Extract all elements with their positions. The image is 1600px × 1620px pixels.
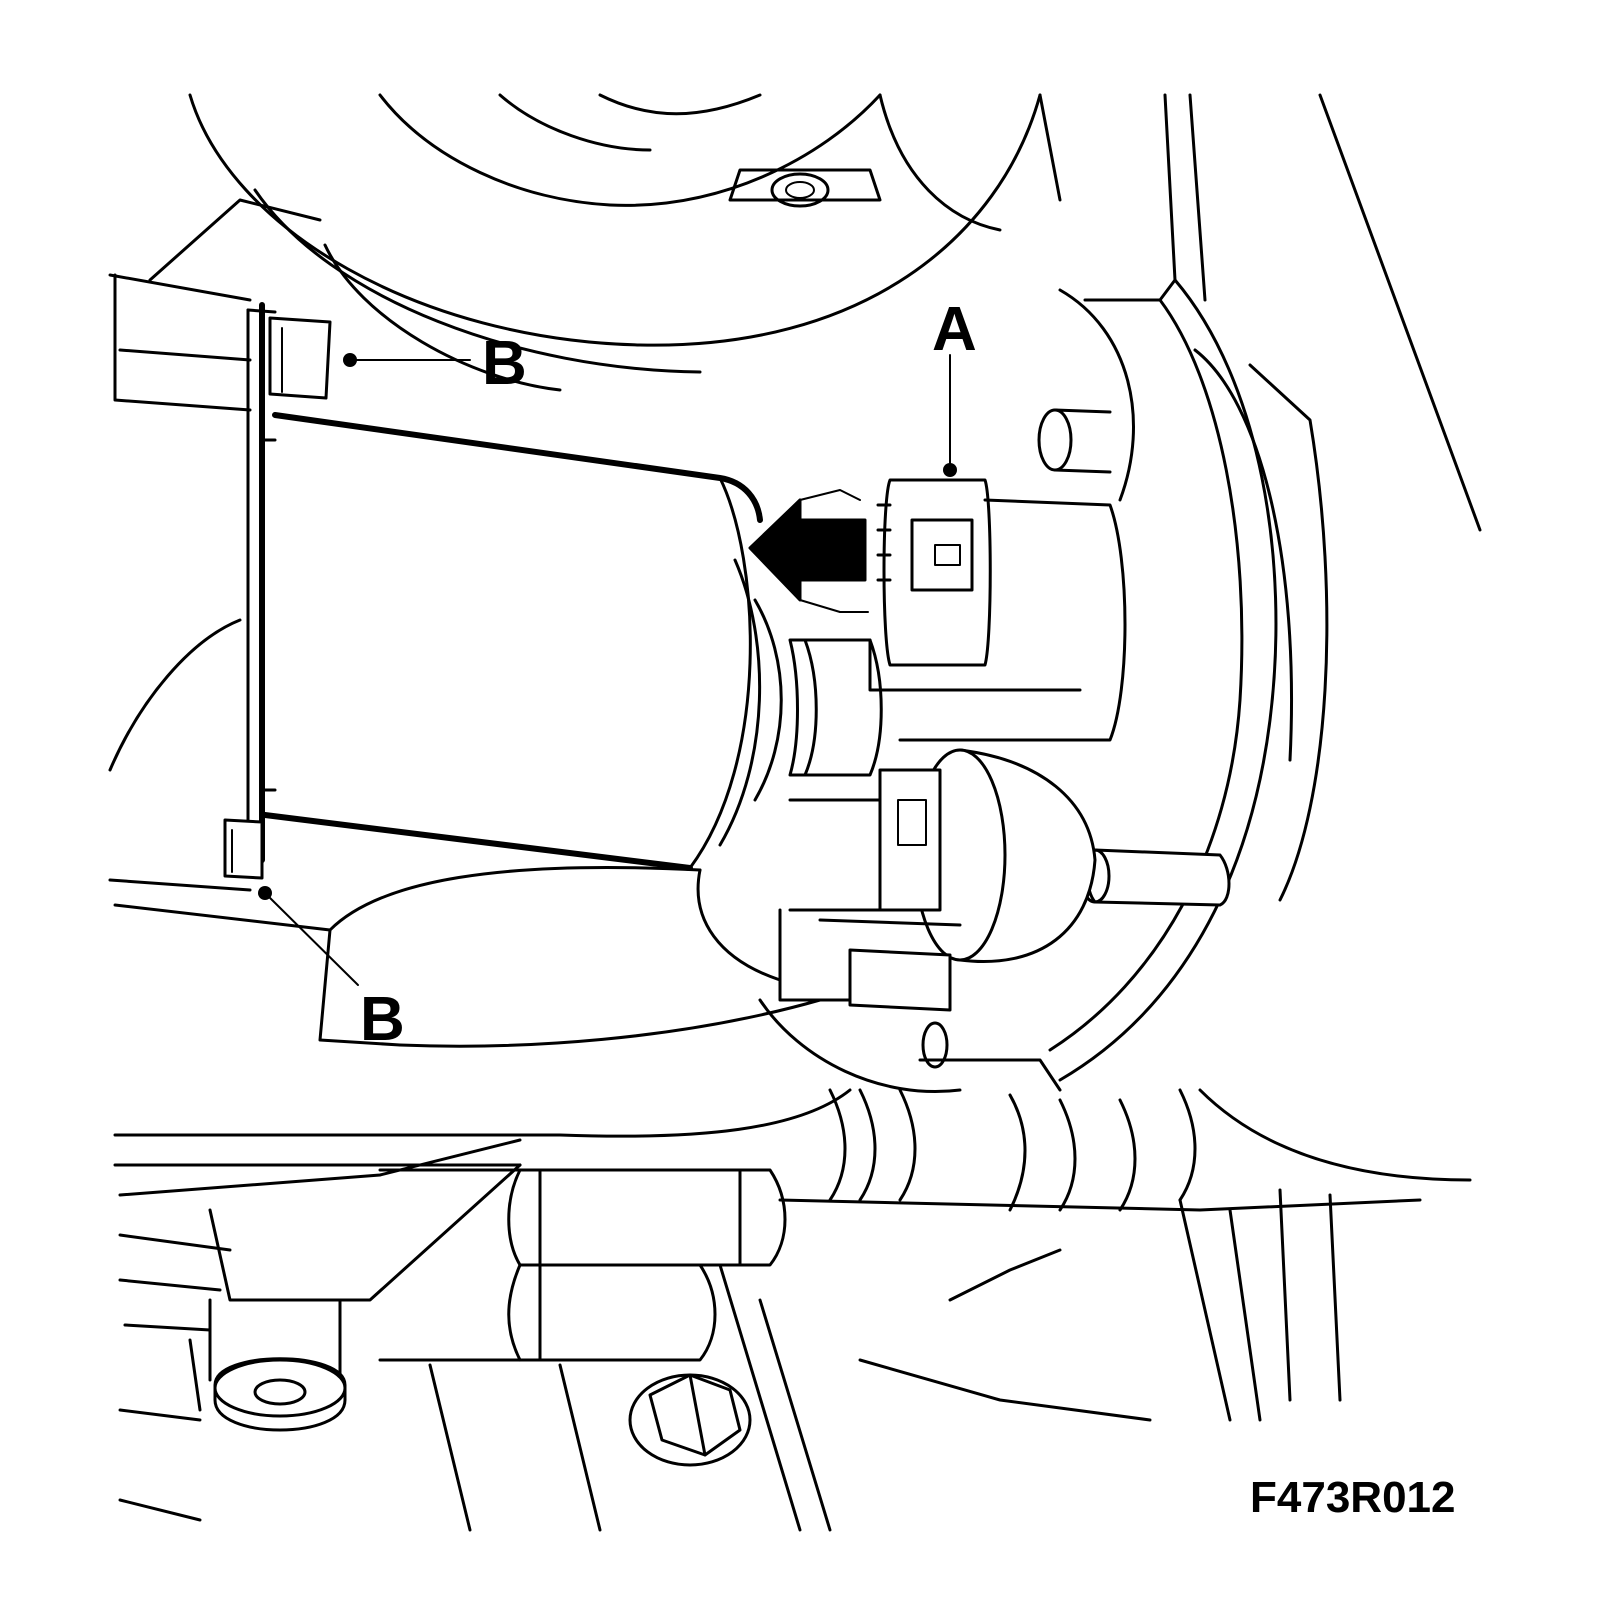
hex-bolt	[628, 1373, 752, 1467]
fan-housing	[188, 93, 1062, 392]
bracket-and-bolt	[118, 1138, 522, 1432]
callout-leaders	[258, 353, 957, 986]
coolant-pipes	[378, 1168, 787, 1362]
lower-duct	[113, 866, 1472, 1212]
frame-lines	[118, 1188, 1342, 1532]
callout-label-b-top: B	[482, 329, 527, 398]
blower-motor	[223, 302, 883, 880]
callout-label-a: A	[932, 295, 977, 364]
lower-connector	[696, 748, 1097, 1093]
figure-id: F473R012	[1250, 1473, 1455, 1522]
mounting-plate	[108, 198, 332, 932]
connector-a	[868, 478, 1127, 742]
heater-housing	[1037, 93, 1482, 1082]
callout-label-b-bottom: B	[360, 985, 405, 1054]
removal-direction-arrow	[748, 489, 869, 613]
